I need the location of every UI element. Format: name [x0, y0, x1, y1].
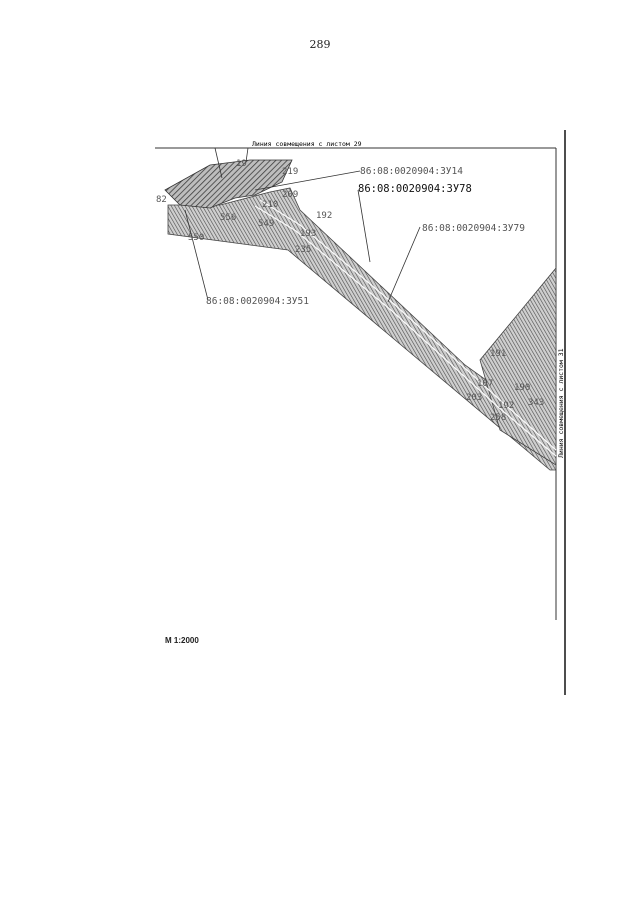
- parcel-block-top: [164, 159, 293, 209]
- road-centerlines: [254, 199, 557, 457]
- point-label: 235: [295, 245, 311, 255]
- point-label: 192: [498, 401, 514, 411]
- leader-lines: [184, 147, 421, 303]
- point-label: 209: [282, 190, 298, 200]
- scale-label: М 1:2000: [165, 636, 199, 645]
- junction-right-label: Линия совмещения с листом 31: [557, 348, 565, 458]
- triangle-area: [479, 266, 557, 466]
- point-label: 219: [282, 167, 298, 177]
- point-label: 550: [188, 233, 204, 243]
- parcel-label-zu14: 86:08:0020904:ЗУ14: [360, 166, 463, 177]
- point-label: 343: [528, 398, 544, 408]
- parcel-label-zu78: 86:08:0020904:ЗУ78: [358, 183, 472, 195]
- point-label: 556: [220, 213, 236, 223]
- point-label: 203: [466, 393, 482, 403]
- point-label: 191: [490, 349, 506, 359]
- point-label: 192: [316, 211, 332, 221]
- point-label: 82: [156, 195, 167, 205]
- junction-top-label: Линия совмещения с листом 29: [252, 140, 362, 148]
- point-label: 549: [258, 219, 274, 229]
- page-number: 289: [309, 38, 331, 51]
- parcel-label-zu51: 86:08:0020904:ЗУ51: [206, 296, 309, 307]
- point-label: 193: [300, 229, 316, 239]
- point-label: 210: [262, 200, 278, 210]
- point-label: 107: [477, 379, 493, 389]
- point-label: 190: [514, 383, 530, 393]
- parcel-label-zu79: 86:08:0020904:ЗУ79: [422, 223, 525, 234]
- point-label: 19: [236, 159, 247, 169]
- point-label: 258: [490, 413, 506, 423]
